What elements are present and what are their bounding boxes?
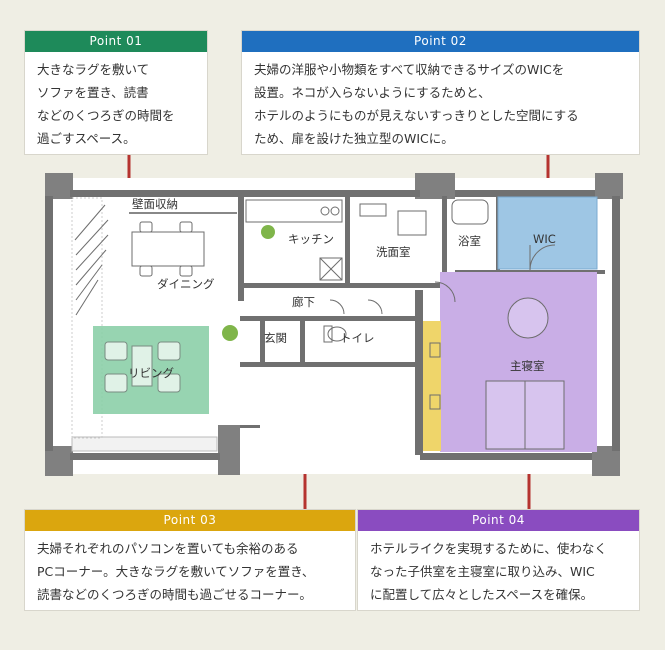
plant-icon [222,225,275,341]
room-label-toilet: トイレ [340,331,375,345]
room-label-bathroom: 浴室 [458,234,481,248]
furniture [104,199,565,450]
pc-corner-area [423,321,441,451]
point-04-header: Point 04 [358,510,639,531]
wall-storage [129,212,237,214]
room-label-entrance: 玄関 [264,331,287,345]
point-04-text: ホテルライクを実現するために、使わなく なった子供室を主寝室に取り込み、WIC … [370,541,607,602]
point-01-text: 大きなラグを敷いて ソファを置き、読書 などのくつろぎの時間を 過ごすスペース。 [37,62,175,146]
room-label-kitchen: キッチン [288,232,334,246]
balcony-hatch [71,197,218,452]
point-03-text: 夫婦それぞれのパソコンを置いても余裕のある PCコーナー。大きなラグを敷いてソフ… [37,541,315,602]
point-02-header: Point 02 [242,31,639,52]
point-03-header: Point 03 [25,510,355,531]
room-label-living: リビング [128,366,174,380]
room-label-washroom: 洗面室 [376,245,411,259]
wic-area [497,196,598,270]
point-04-box: Point 04 ホテルライクを実現するために、使わなく なった子供室を主寝室に… [357,509,640,611]
point-02-text: 夫婦の洋服や小物類をすべて収納できるサイズのWICを 設置。ネコが入らないように… [254,62,579,146]
point-03-box: Point 03 夫婦それぞれのパソコンを置いても余裕のある PCコーナー。大き… [24,509,356,611]
point-02-box: Point 02 夫婦の洋服や小物類をすべて収納できるサイズのWICを 設置。ネ… [241,30,640,155]
room-label-dining: ダイニング [157,277,215,291]
room-label-master-bedroom: 主寝室 [510,359,545,373]
stairs [74,204,109,316]
point-01-box: Point 01 大きなラグを敷いて ソファを置き、読書 などのくつろぎの時間を… [24,30,208,155]
room-label-wic: WIC [533,232,556,246]
point-01-header: Point 01 [25,31,207,52]
room-label-wall-storage: 壁面収納 [132,197,178,211]
room-label-hallway: 廊下 [292,295,315,309]
